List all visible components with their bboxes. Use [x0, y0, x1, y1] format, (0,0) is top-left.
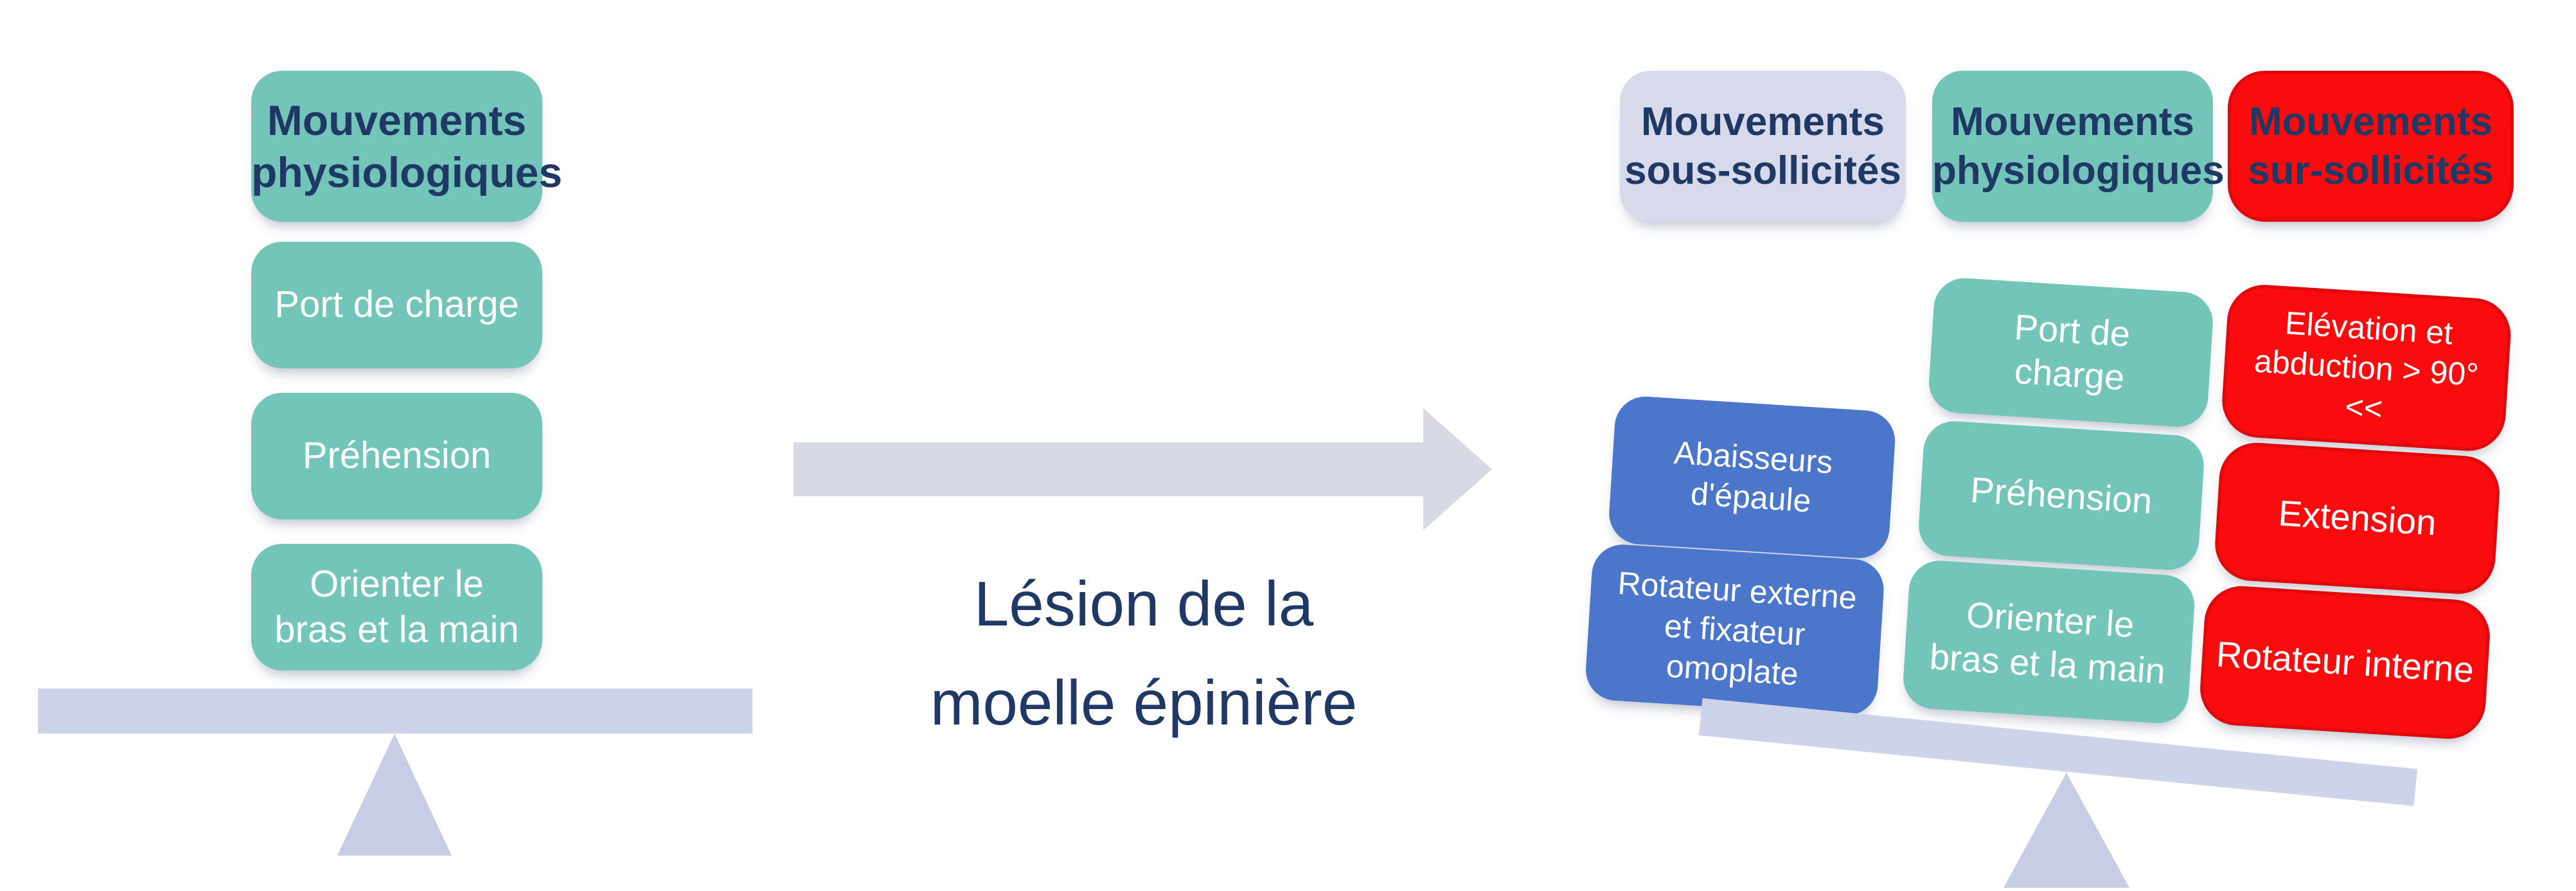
- right-item-rotateur-interne: Rotateur interne: [2198, 584, 2492, 741]
- left-item-label: Port de charge: [274, 284, 519, 326]
- left-item-prehension: Préhension: [251, 393, 542, 519]
- lesion-caption: Lésion de la moelle épinière: [930, 568, 1358, 738]
- right-item-orienter-bras-main: Orienter le bras et la main: [1901, 559, 2196, 725]
- right-item-label: Rotateur externe et fixateur omoplate: [1617, 564, 1858, 692]
- left-header-label: Mouvements physiologiques: [251, 96, 563, 196]
- right-item-elevation-abduction: Elévation et abduction > 90° <<: [2219, 282, 2513, 453]
- right-header-label: Mouvements sous-sollicités: [1624, 99, 1901, 193]
- right-header-sur-sollicites: Mouvements sur-sollicités: [2228, 71, 2514, 222]
- left-item-orienter-bras-main: Orienter le bras et la main: [251, 544, 542, 670]
- lesion-arrow-icon: [1423, 408, 1492, 530]
- right-balance-fulcrum: [2003, 773, 2129, 888]
- right-item-abaisseurs-epaule: Abaisseurs d'épaule: [1607, 395, 1897, 561]
- right-item-label: Extension: [2277, 492, 2438, 543]
- right-tilted-group: Abaisseurs d'épaule Rotateur externe et …: [1574, 241, 2532, 759]
- right-item-rotateur-externe-fixateur: Rotateur externe et fixateur omoplate: [1584, 543, 1886, 717]
- right-item-label: Port de charge: [2013, 306, 2132, 398]
- right-item-port-de-charge: Port de charge: [1927, 276, 2215, 429]
- left-balance-beam: [38, 688, 752, 734]
- right-item-extension: Extension: [2212, 440, 2502, 597]
- left-balance-fulcrum: [337, 734, 452, 856]
- right-header-label: Mouvements sur-sollicités: [2248, 99, 2494, 193]
- right-item-label: Préhension: [1969, 469, 2154, 521]
- left-item-port-de-charge: Port de charge: [251, 242, 542, 368]
- right-item-label: Elévation et abduction > 90° <<: [2253, 305, 2480, 427]
- right-header-physiologiques: Mouvements physiologiques: [1932, 71, 2225, 222]
- right-item-prehension: Préhension: [1917, 419, 2206, 572]
- left-item-label: Orienter le bras et la main: [274, 562, 519, 651]
- right-item-label: Abaisseurs d'épaule: [1673, 434, 1834, 519]
- lesion-arrow-shaft: [794, 442, 1423, 496]
- right-item-label: Rotateur interne: [2215, 633, 2475, 690]
- right-header-sous-sollicites: Mouvements sous-sollicités: [1620, 71, 1906, 222]
- right-item-label: Orienter le bras et la main: [1928, 594, 2167, 691]
- right-header-label: Mouvements physiologiques: [1932, 99, 2225, 193]
- left-header-mouvements-physiologiques: Mouvements physiologiques: [251, 71, 563, 222]
- left-item-label: Préhension: [302, 435, 492, 477]
